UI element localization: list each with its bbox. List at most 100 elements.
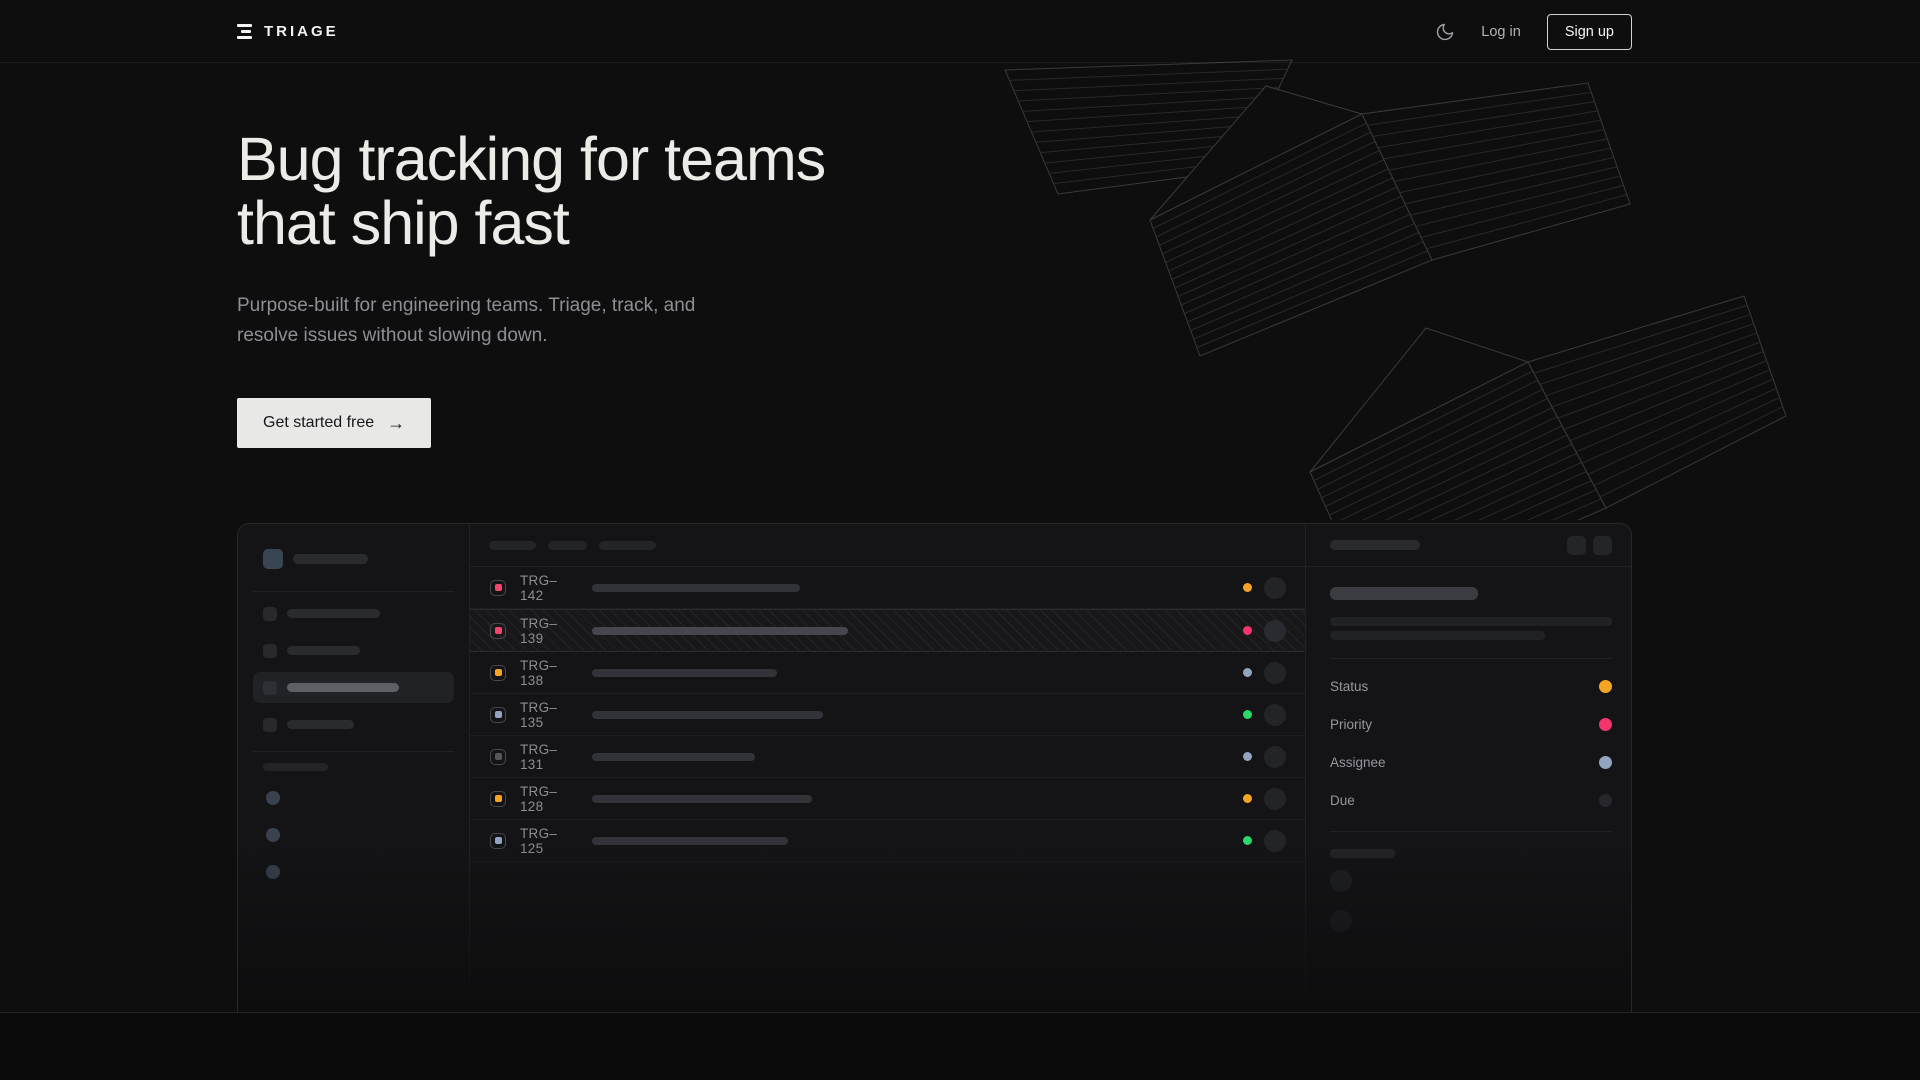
priority-dot — [1243, 752, 1252, 761]
divider — [1330, 831, 1612, 832]
priority-dot — [1599, 717, 1612, 731]
divider — [253, 751, 454, 752]
avatar-placeholder — [1264, 661, 1286, 684]
avatar-placeholder — [1264, 787, 1286, 810]
issue-row-selected: TRG–139 — [470, 609, 1305, 652]
property-row: Status — [1330, 667, 1612, 705]
avatar-placeholder — [1330, 910, 1352, 932]
panel-action-button-skeleton — [1567, 535, 1586, 555]
skeleton-bar — [263, 763, 328, 771]
sidebar-dot-skeleton — [266, 791, 280, 805]
login-link[interactable]: Log in — [1481, 23, 1521, 40]
avatar-placeholder — [1264, 619, 1286, 642]
arrow-right-icon: → — [387, 413, 406, 433]
mockup-sidebar — [238, 524, 470, 1012]
skeleton-bar — [592, 583, 800, 592]
sidebar-item-icon — [263, 643, 277, 658]
sidebar-nav-skeleton — [253, 598, 454, 740]
top-nav: TRIAGE Log in Sign up — [0, 0, 1920, 63]
skeleton-bar — [287, 646, 360, 655]
property-label: Priority — [1330, 716, 1373, 732]
issue-status-icon — [490, 748, 506, 765]
property-rows: Status Priority Assignee Due — [1330, 667, 1612, 819]
mockup-detail-panel: Status Priority Assignee Due — [1306, 524, 1631, 1012]
issue-row: TRG–128 — [470, 778, 1305, 820]
issue-id: TRG–142 — [520, 572, 558, 603]
issue-row: TRG–142 — [470, 567, 1305, 609]
get-started-button[interactable]: Get started free → — [237, 398, 432, 448]
avatar-placeholder — [1264, 576, 1286, 599]
hero-headline-line1: Bug tracking for teams — [237, 125, 826, 193]
panel-action-button-skeleton — [1593, 535, 1612, 555]
list-header-skeleton — [470, 524, 1305, 567]
issue-row: TRG–138 — [470, 652, 1305, 694]
footer-section — [0, 1012, 1920, 1080]
avatar-placeholder — [1264, 703, 1286, 726]
issue-id: TRG–135 — [520, 699, 558, 730]
property-label: Assignee — [1330, 754, 1386, 770]
theme-toggle-button[interactable] — [1435, 22, 1455, 42]
property-label: Due — [1330, 792, 1355, 808]
sidebar-item-skeleton — [253, 598, 454, 629]
priority-dot — [1243, 710, 1252, 719]
issue-row: TRG–135 — [470, 694, 1305, 736]
mockup-issue-list: TRG–142 TRG–139 TRG–138 — [470, 524, 1306, 1012]
property-row: Priority — [1330, 705, 1612, 743]
issue-status-icon — [490, 832, 506, 849]
skeleton-bar — [287, 609, 380, 618]
issue-id: TRG–139 — [520, 615, 558, 646]
priority-dot — [1243, 836, 1252, 845]
issue-row: TRG–131 — [470, 736, 1305, 778]
workspace-avatar — [263, 549, 283, 569]
skeleton-bar — [1330, 631, 1545, 640]
avatar-placeholder — [1264, 829, 1286, 852]
skeleton-bar — [287, 720, 354, 729]
hero-subtitle: Purpose-built for engineering teams. Tri… — [237, 295, 696, 346]
tab-skeleton — [489, 540, 536, 550]
issue-id: TRG–138 — [520, 657, 558, 688]
skeleton-bar — [1330, 540, 1420, 550]
hero-headline-line2: that ship fast — [237, 189, 570, 257]
priority-dot — [1243, 583, 1252, 592]
sidebar-dot-skeleton — [266, 828, 280, 842]
status-dot — [1599, 679, 1612, 693]
property-label: Status — [1330, 678, 1369, 694]
issue-status-icon — [490, 706, 506, 723]
tab-skeleton — [548, 540, 587, 550]
issue-id: TRG–125 — [520, 825, 558, 856]
triage-logo-icon — [237, 24, 254, 39]
skeleton-bar — [592, 752, 755, 761]
issue-id: TRG–131 — [520, 741, 558, 772]
skeleton-bar — [592, 710, 823, 719]
app-mockup: TRG–142 TRG–139 TRG–138 — [237, 523, 1632, 1012]
avatar-placeholder — [1264, 745, 1286, 768]
skeleton-bar — [592, 668, 777, 677]
skeleton-bar — [1330, 617, 1612, 626]
skeleton-bar — [1330, 849, 1395, 858]
skeleton-bar — [592, 836, 788, 845]
skeleton-bar — [592, 626, 848, 635]
issue-row: TRG–125 — [470, 820, 1305, 862]
skeleton-bar — [1330, 587, 1478, 600]
brand-logo[interactable]: TRIAGE — [237, 23, 339, 40]
skeleton-bar — [293, 554, 368, 564]
issue-status-icon — [490, 622, 506, 639]
sidebar-dot-skeleton — [266, 865, 280, 879]
issue-status-icon — [490, 579, 506, 596]
priority-dot — [1243, 794, 1252, 803]
sidebar-item-skeleton — [253, 709, 454, 740]
skeleton-bar — [592, 794, 812, 803]
skeleton-bar — [287, 683, 399, 692]
assignee-dot — [1599, 755, 1612, 769]
sidebar-item-skeleton — [253, 635, 454, 666]
tab-skeleton — [599, 540, 656, 550]
sidebar-item-skeleton-active — [253, 672, 454, 703]
hero-section: Bug tracking for teams that ship fast Pu… — [237, 127, 1632, 1012]
property-row: Due — [1330, 781, 1612, 819]
avatar-placeholder — [1330, 870, 1352, 892]
signup-button[interactable]: Sign up — [1546, 13, 1632, 50]
sidebar-item-icon — [263, 680, 277, 695]
panel-header-skeleton — [1306, 524, 1631, 567]
moon-icon — [1437, 23, 1454, 40]
issue-status-icon — [490, 790, 506, 807]
